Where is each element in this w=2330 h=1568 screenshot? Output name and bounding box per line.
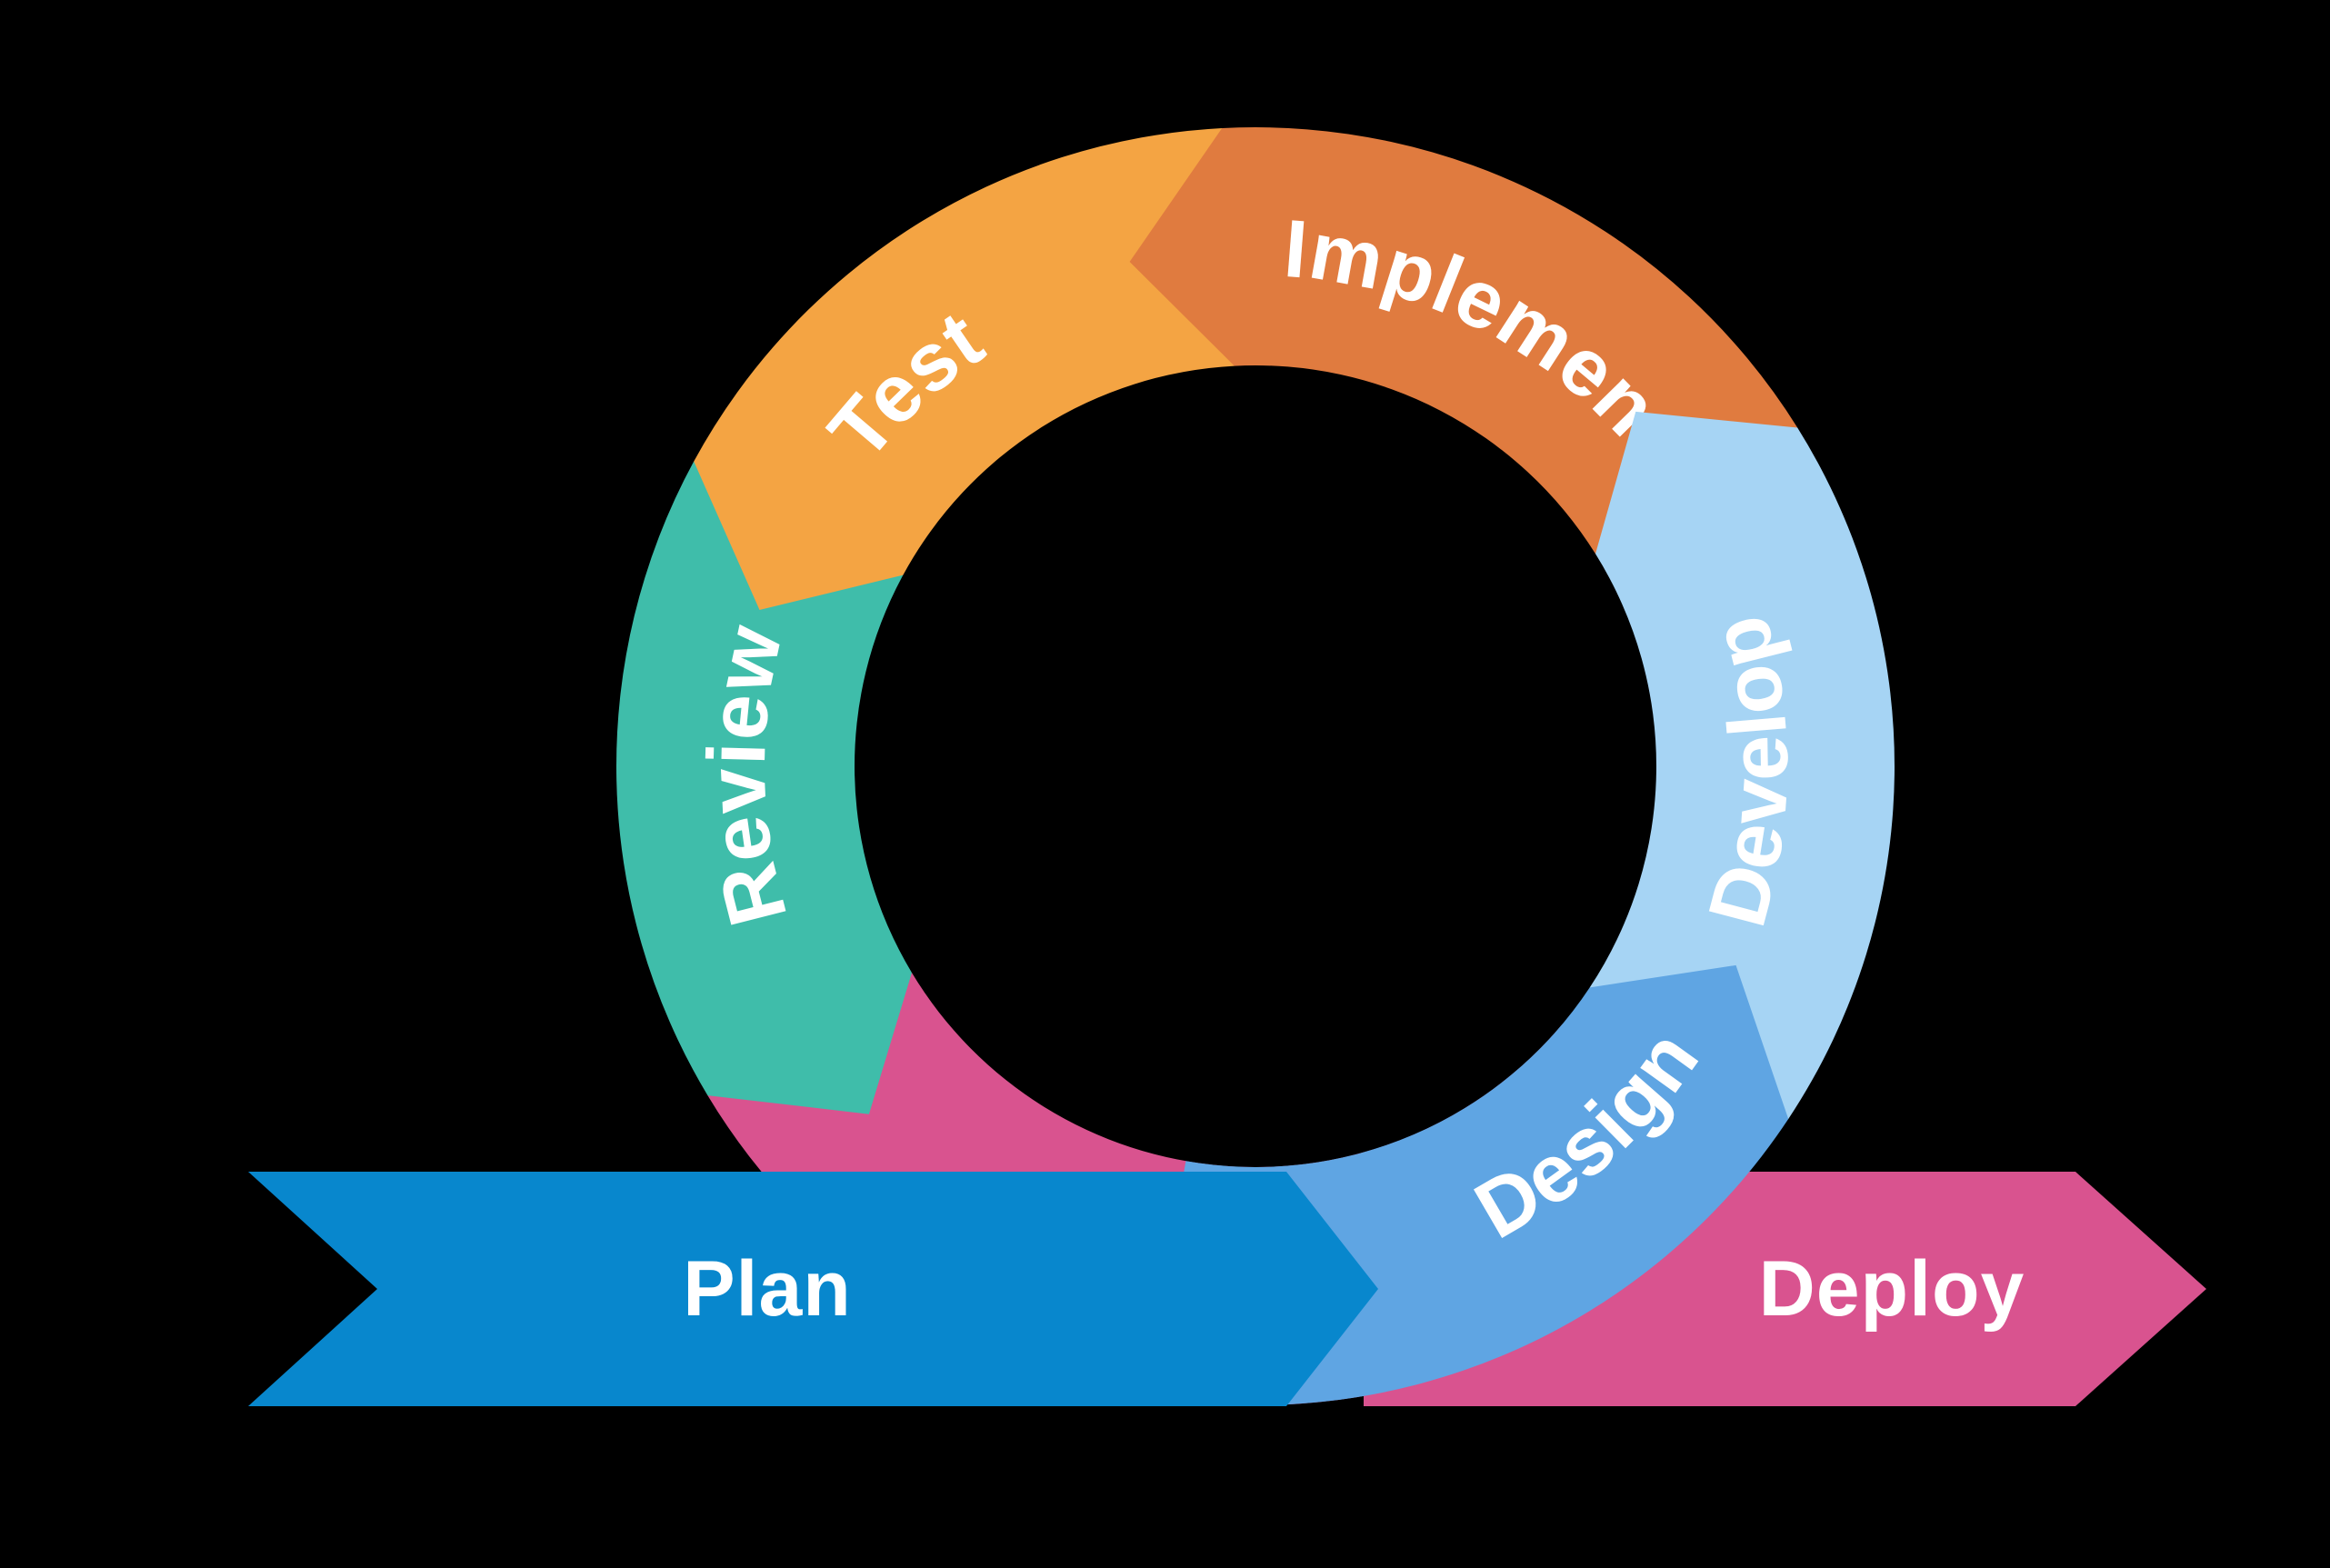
segment-review — [616, 461, 912, 1114]
plan-banner-arrow — [248, 1172, 1378, 1406]
label-deploy: Deploy — [1759, 1245, 2025, 1333]
segment-test — [694, 128, 1235, 610]
segment-develop — [1589, 411, 1895, 1119]
label-plan: Plan — [683, 1245, 852, 1333]
